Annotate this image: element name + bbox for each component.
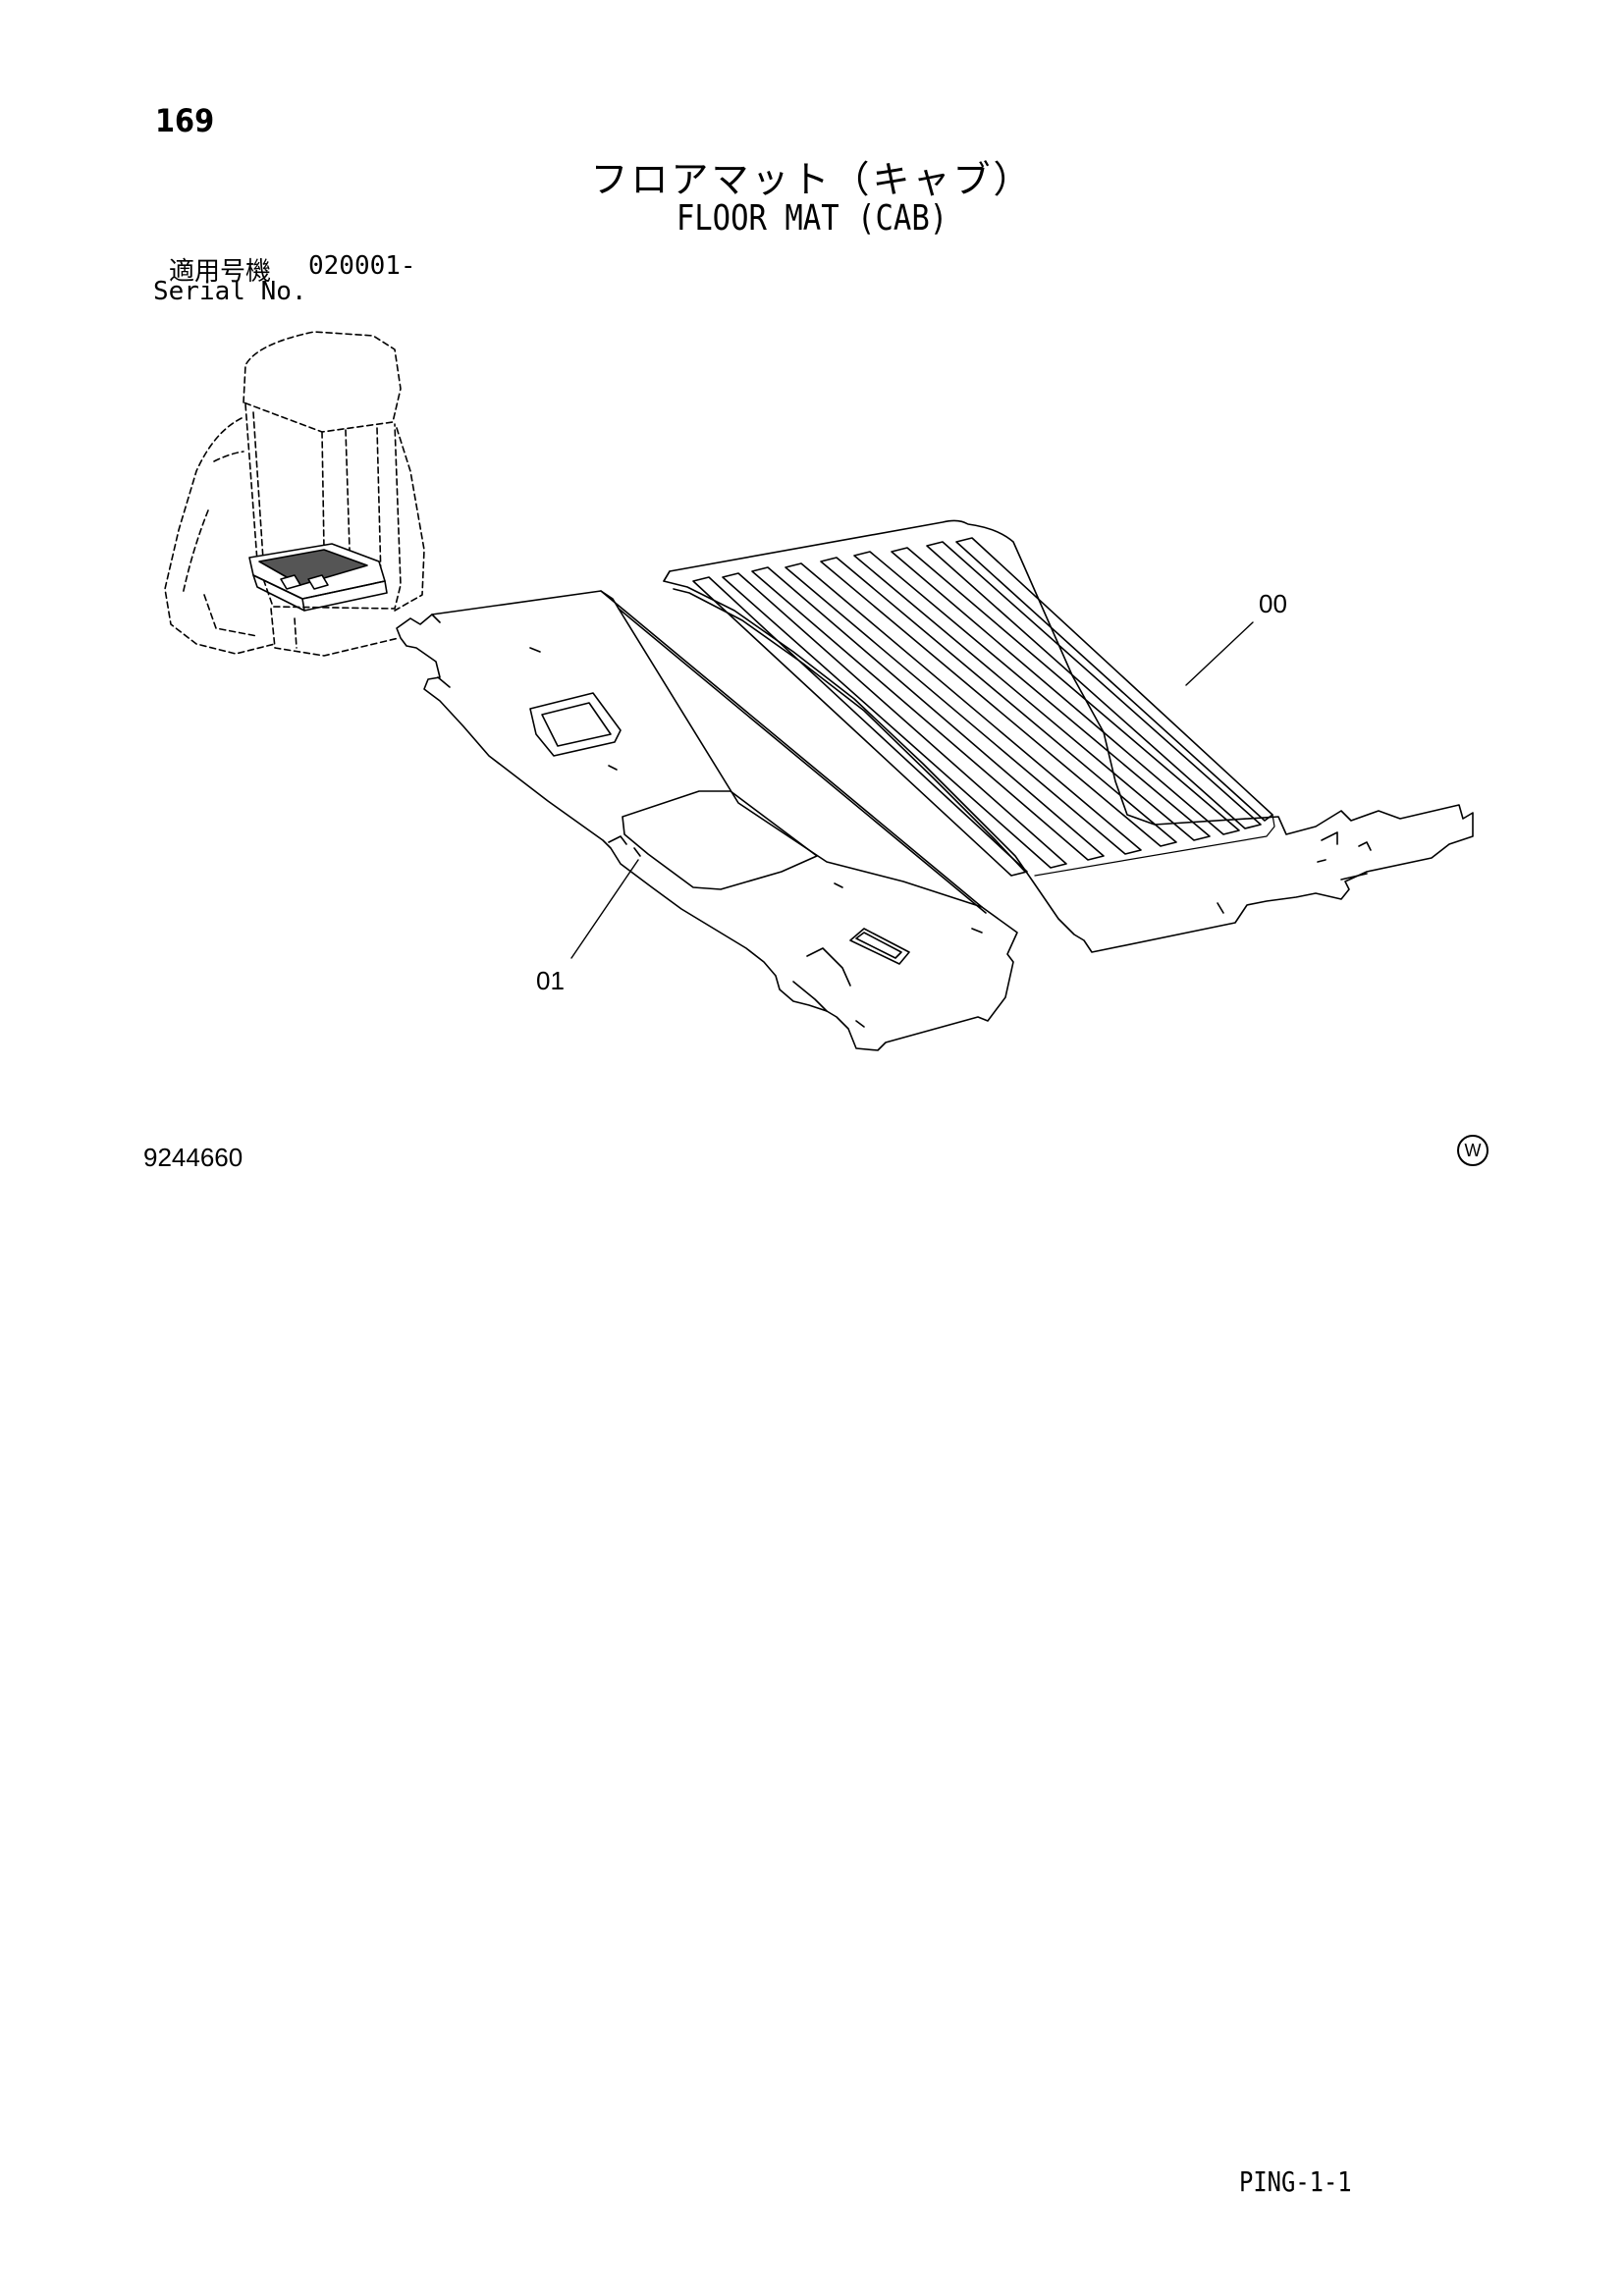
title-english: FLOOR MAT (CAB)	[676, 198, 948, 239]
cab-thumbnail	[164, 331, 425, 657]
w-mark: W	[1457, 1135, 1489, 1166]
serial-label-english: Serial No.	[153, 277, 307, 306]
callout-00: 00	[1259, 589, 1287, 618]
callout-01: 01	[536, 966, 565, 995]
leader-01	[570, 859, 639, 959]
title-japanese: フロアマット（キャブ）	[590, 158, 1034, 201]
page-code: PING-1-1	[1239, 2165, 1352, 2198]
serial-label-japanese: 適用号機	[169, 257, 272, 287]
floor-mat-diagram: 00 01	[164, 331, 1474, 1051]
serial-code: 020001-	[308, 251, 416, 281]
floor-mat-00	[663, 519, 1474, 953]
page-number: 169	[155, 102, 215, 139]
floor-mat-01	[396, 590, 1018, 1051]
drawing-number: 9244660	[143, 1143, 244, 1172]
leader-00	[1185, 621, 1254, 686]
